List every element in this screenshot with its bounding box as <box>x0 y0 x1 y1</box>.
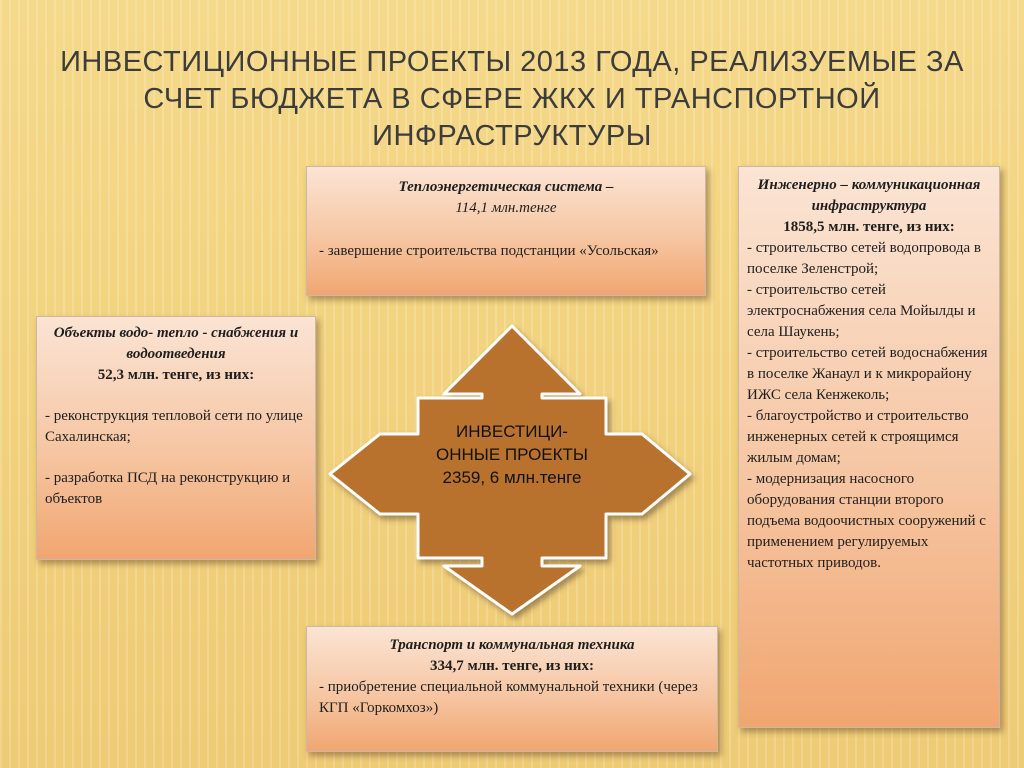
center-label-line: ИНВЕСТИЦИ- <box>456 422 568 441</box>
list-item: - завершение строительства подстанции «У… <box>319 243 659 259</box>
box-amount: 1858,5 млн. тенге, из них: <box>783 219 955 235</box>
center-label: ИНВЕСТИЦИ- ОННЫЕ ПРОЕКТЫ 2359, 6 млн.тен… <box>420 420 604 489</box>
list-item: - приобретение специальной коммунальной … <box>319 679 698 716</box>
box-amount: 114,1 млн.тенге <box>455 200 557 216</box>
cross-arrow-shape <box>328 324 692 616</box>
box-heading: Объекты водо- тепло - снабжения и водоот… <box>53 325 299 362</box>
box-heading: Инженерно – коммуникационная инфраструкт… <box>757 177 981 214</box>
center-label-line: ОННЫЕ ПРОЕКТЫ <box>436 445 588 464</box>
list-item: - строительство сетей электроснабжения с… <box>747 282 976 340</box>
engineering-infrastructure-box: Инженерно – коммуникационная инфраструкт… <box>738 166 1000 728</box>
list-item: - строительство сетей водоснабжения в по… <box>747 345 988 403</box>
box-heading: Транспорт и коммунальная техника <box>389 637 635 653</box>
box-amount: 52,3 млн. тенге, из них: <box>97 367 255 383</box>
list-item: - разработка ПСД на реконструкцию и объе… <box>45 470 291 507</box>
water-heat-supply-box: Объекты водо- тепло - снабжения и водоот… <box>36 316 316 560</box>
transport-box: Транспорт и коммунальная техника 334,7 м… <box>306 626 718 752</box>
list-item: - модернизация насосного оборудования ст… <box>747 471 986 571</box>
list-item: - реконструкция тепловой сети по улице С… <box>45 408 303 445</box>
box-heading: Теплоэнергетическая система – <box>398 179 614 195</box>
heat-energy-box: Теплоэнергетическая система – 114,1 млн.… <box>306 166 706 296</box>
page-title: Инвестиционные проекты 2013 года, реализ… <box>60 46 964 152</box>
center-total: 2359, 6 млн.тенге <box>442 468 582 487</box>
list-item: - благоустройство и строительство инжене… <box>747 408 969 466</box>
box-amount: 334,7 млн. тенге, из них: <box>430 658 594 674</box>
list-item: - строительство сетей водопровода в посе… <box>747 240 982 277</box>
